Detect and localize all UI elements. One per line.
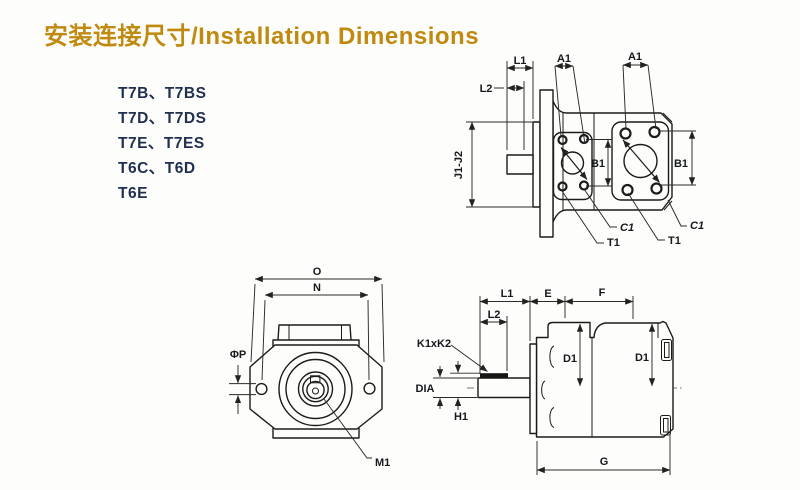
model-list-item: T6E bbox=[118, 185, 148, 202]
model-list: T7B、T7BS T7D、T7DS T7E、T7ES T6C、T6D T6E bbox=[118, 81, 206, 206]
side-view-drawing: L1 L2 A1 A1 J1-J2 B1 B1 T1 C1 T1 bbox=[453, 51, 704, 249]
port-boss-top bbox=[661, 339, 672, 361]
model-list-item: T7E、T7ES bbox=[118, 135, 205, 152]
dim-label-l2: L2 bbox=[488, 309, 501, 321]
dim-label-b1-front: B1 bbox=[591, 158, 605, 170]
dim-label-l1: L1 bbox=[514, 55, 527, 67]
dim-label-l2: L2 bbox=[480, 83, 493, 95]
pilot-inner-circle bbox=[285, 358, 346, 420]
bearing-boss-circle bbox=[297, 371, 334, 407]
shaft-inner-circle bbox=[306, 380, 325, 400]
mounting-flange bbox=[249, 344, 383, 430]
model-list-item: T6C、T6D bbox=[118, 160, 196, 177]
dim-label-n: N bbox=[313, 282, 321, 294]
mounting-face bbox=[529, 343, 538, 435]
dim-label-l1: L1 bbox=[501, 288, 514, 300]
pump-front-outline bbox=[249, 324, 383, 439]
dim-label-a1-rear: A1 bbox=[628, 51, 642, 63]
dim-label-j1-j2: J1-J2 bbox=[453, 151, 465, 179]
bolt-hole bbox=[557, 181, 568, 192]
shaft-key bbox=[480, 373, 508, 379]
mount-hole-left bbox=[255, 382, 268, 396]
dim-label-c1-front: C1 bbox=[620, 222, 634, 234]
bolt-hole bbox=[650, 182, 663, 195]
bolt-hole bbox=[621, 183, 634, 197]
dim-label-h1: H1 bbox=[454, 411, 468, 423]
dim-label-e: E bbox=[544, 288, 551, 300]
profile-view-dimensions: L1 E F L2 K1xK2 DIA H1 D1 D1 G bbox=[416, 287, 671, 475]
bolt-hole bbox=[619, 127, 632, 140]
front-view-dimensions: O N ΦP M1 bbox=[229, 266, 390, 469]
top-tab bbox=[277, 324, 352, 341]
shaft-end bbox=[506, 154, 534, 175]
center-hole bbox=[312, 387, 319, 395]
port-face-front bbox=[552, 131, 593, 201]
dim-label-d1-rear: D1 bbox=[635, 352, 649, 364]
port-face-rear bbox=[611, 121, 670, 201]
dim-label-b1-rear: B1 bbox=[674, 158, 688, 170]
side-view-dimensions: L1 L2 A1 A1 J1-J2 B1 B1 T1 C1 T1 bbox=[453, 51, 704, 249]
mounting-flange bbox=[539, 89, 554, 238]
pilot-circle bbox=[278, 351, 353, 427]
dim-label-d1-front: D1 bbox=[563, 353, 577, 365]
mount-hole-right bbox=[363, 382, 376, 395]
profile-view-drawing: L1 E F L2 K1xK2 DIA H1 D1 D1 G bbox=[416, 287, 683, 475]
dim-label-c1-rear: C1 bbox=[690, 220, 704, 232]
dim-label-o: O bbox=[313, 266, 322, 278]
pilot-boss bbox=[532, 121, 541, 208]
dim-label-t1-front: T1 bbox=[607, 237, 620, 249]
shaft bbox=[477, 377, 531, 399]
model-list-item: T7B、T7BS bbox=[118, 85, 207, 102]
front-view-drawing: O N ΦP M1 bbox=[229, 266, 390, 469]
dim-label-phi-p: ΦP bbox=[230, 349, 246, 361]
model-list-item: T7D、T7DS bbox=[118, 110, 207, 127]
dim-label-k1xk2: K1xK2 bbox=[417, 338, 451, 350]
port-boss-bottom bbox=[660, 415, 671, 436]
dim-label-dia: DIA bbox=[416, 383, 435, 395]
dim-label-m1: M1 bbox=[375, 457, 390, 469]
pump-side-outline bbox=[506, 89, 673, 238]
bolt-hole bbox=[648, 125, 661, 139]
dim-label-a1-front: A1 bbox=[557, 53, 571, 65]
dim-label-f: F bbox=[599, 287, 606, 299]
page-title: 安装连接尺寸/Installation Dimensions bbox=[44, 23, 480, 50]
keyway bbox=[310, 375, 321, 384]
bolt-hole bbox=[557, 134, 568, 146]
dim-label-g: G bbox=[600, 456, 609, 468]
pump-body bbox=[535, 320, 674, 438]
dim-label-t1-rear: T1 bbox=[668, 235, 681, 247]
pump-profile-outline bbox=[467, 320, 683, 438]
